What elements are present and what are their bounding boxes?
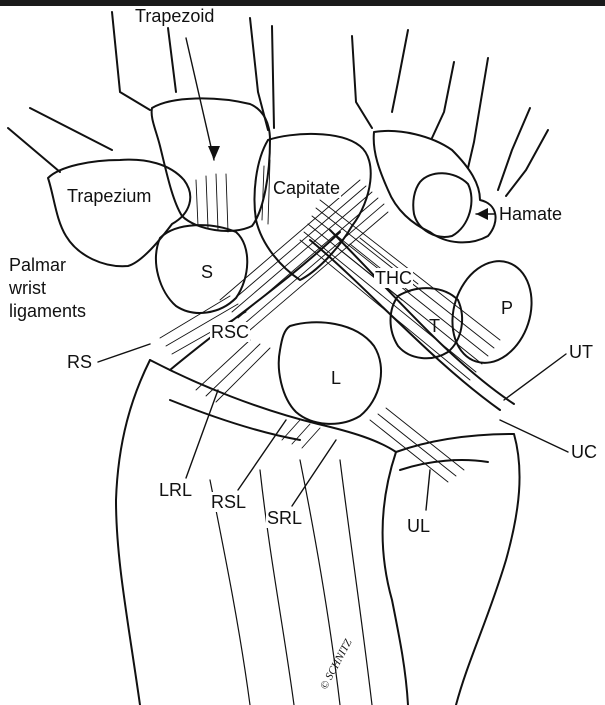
label-pisiform: P (501, 298, 514, 318)
label-capitate: Capitate (272, 178, 342, 198)
hamate-bone (372, 129, 497, 244)
label-hamate: Hamate (498, 204, 564, 224)
label-triquetrum: T (429, 316, 440, 336)
uc-band-2 (329, 229, 515, 405)
label-uc: UC (570, 442, 598, 462)
label-palmar-wrist-ligaments: Palmar wrist ligaments (9, 255, 87, 321)
pisiform-bone (451, 260, 533, 364)
leader-lines (97, 37, 569, 511)
label-srl: SRL (266, 508, 304, 528)
forearm-shaft-lines (209, 459, 373, 705)
label-rs: RS (66, 352, 94, 372)
radius-distal-edge (149, 359, 397, 453)
label-rsc: RSC (210, 322, 251, 342)
label-ul: UL (406, 516, 432, 536)
lunate-bone (277, 321, 382, 425)
trapezium-bone (47, 158, 192, 268)
label-trapezoid: Trapezoid (134, 6, 216, 26)
trapezoid-bone (150, 97, 271, 232)
triquetrum-bone (389, 287, 464, 360)
label-lunate: L (331, 368, 342, 388)
label-ut: UT (568, 342, 594, 362)
trapezoid-arrowhead (208, 146, 220, 160)
hamate-arrowhead (476, 208, 488, 220)
label-trapezium: Trapezium (66, 186, 153, 206)
ligament-fibres (159, 159, 501, 483)
uc-band (309, 239, 501, 411)
ulna-inner-edge (381, 451, 409, 705)
label-thc: THC (374, 268, 413, 288)
hamate-hook (412, 172, 473, 238)
ulna-head-arc (399, 459, 489, 471)
radius-ridge (169, 399, 301, 441)
label-rsl: RSL (210, 492, 248, 512)
capitate-bone (253, 133, 372, 281)
label-lrl: LRL (158, 480, 194, 500)
top-border (0, 0, 605, 6)
radius-bone (115, 359, 151, 705)
label-scaphoid: S (201, 262, 214, 282)
ulna-bone (395, 433, 521, 705)
